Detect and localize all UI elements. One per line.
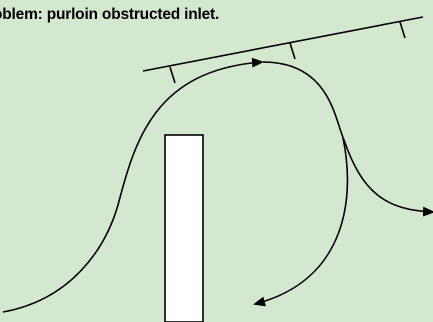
- post: [164, 134, 204, 322]
- roof-line: [142, 16, 424, 72]
- purlin-right: [399, 21, 406, 39]
- diagram-title: oblem: purloin obstructed inlet.: [0, 6, 220, 23]
- purlin-middle: [289, 42, 296, 60]
- airflow-path-inlet: [2, 57, 264, 313]
- airflow-path-recirculation: [253, 137, 349, 307]
- purlin-left: [169, 66, 176, 84]
